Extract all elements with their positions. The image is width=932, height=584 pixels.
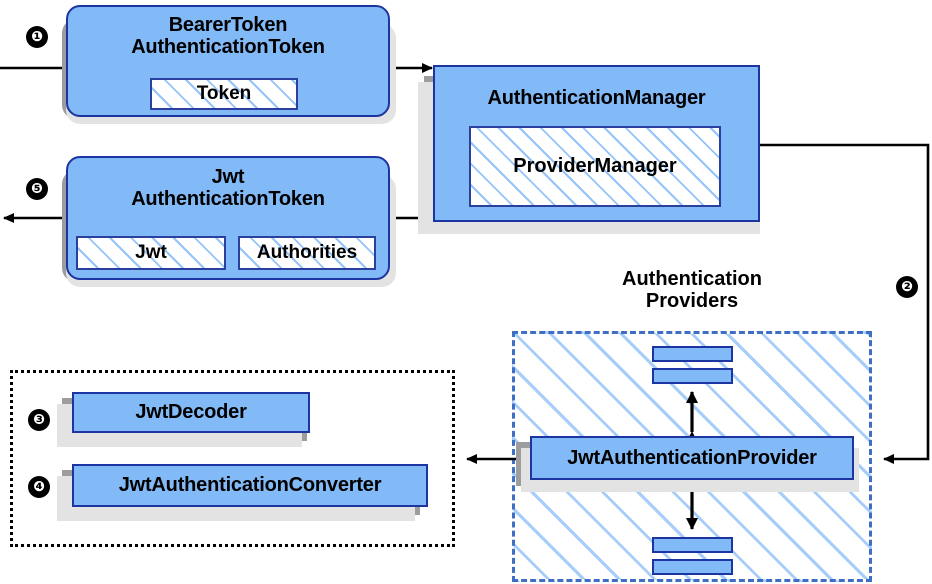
authentication-providers-caption-line1: Authentication <box>622 268 762 290</box>
jwt-token-inner-authorities[interactable]: Authorities <box>238 236 376 270</box>
jwt-authentication-provider-title: JwtAuthenticationProvider <box>567 446 817 469</box>
provider-manager-inner[interactable]: ProviderManager <box>469 126 721 207</box>
jwt-token-title: Jwt AuthenticationToken <box>131 166 325 211</box>
bearer-token-title: BearerToken AuthenticationToken <box>131 14 325 59</box>
bearer-token-title-line2: AuthenticationToken <box>131 36 325 59</box>
jwt-authentication-converter-node[interactable]: JwtAuthenticationConverter <box>72 464 428 507</box>
bearer-token-title-line1: BearerToken <box>168 14 288 36</box>
jwt-token-title-line2: AuthenticationToken <box>131 188 325 211</box>
provider-stack-top-bar-2 <box>652 368 733 384</box>
provider-stack-bottom-bar-1 <box>652 537 733 553</box>
authentication-providers-caption-line2: Providers <box>645 290 739 312</box>
step-badge-2: ❷ <box>896 276 918 298</box>
authentication-manager-title: AuthenticationManager <box>487 87 706 109</box>
authentication-providers-caption: Authentication Providers <box>560 268 824 312</box>
jwt-token-title-line1: Jwt <box>211 166 245 188</box>
jwt-authentication-provider-node[interactable]: JwtAuthenticationProvider <box>530 436 854 480</box>
bearer-token-inner-token[interactable]: Token <box>150 78 298 110</box>
jwt-token-inner-jwt[interactable]: Jwt <box>76 236 226 270</box>
step-badge-4: ❹ <box>28 476 50 498</box>
jwt-decoder-node[interactable]: JwtDecoder <box>72 392 310 433</box>
jwt-authentication-converter-title: JwtAuthenticationConverter <box>118 474 382 497</box>
provider-stack-top-bar-1 <box>652 346 733 362</box>
step-badge-5: ❺ <box>26 178 48 200</box>
step-badge-1: ❶ <box>26 26 48 48</box>
jwt-decoder-title: JwtDecoder <box>135 401 247 424</box>
step-badge-3: ❸ <box>28 409 50 431</box>
provider-stack-bottom-bar-2 <box>652 559 733 575</box>
